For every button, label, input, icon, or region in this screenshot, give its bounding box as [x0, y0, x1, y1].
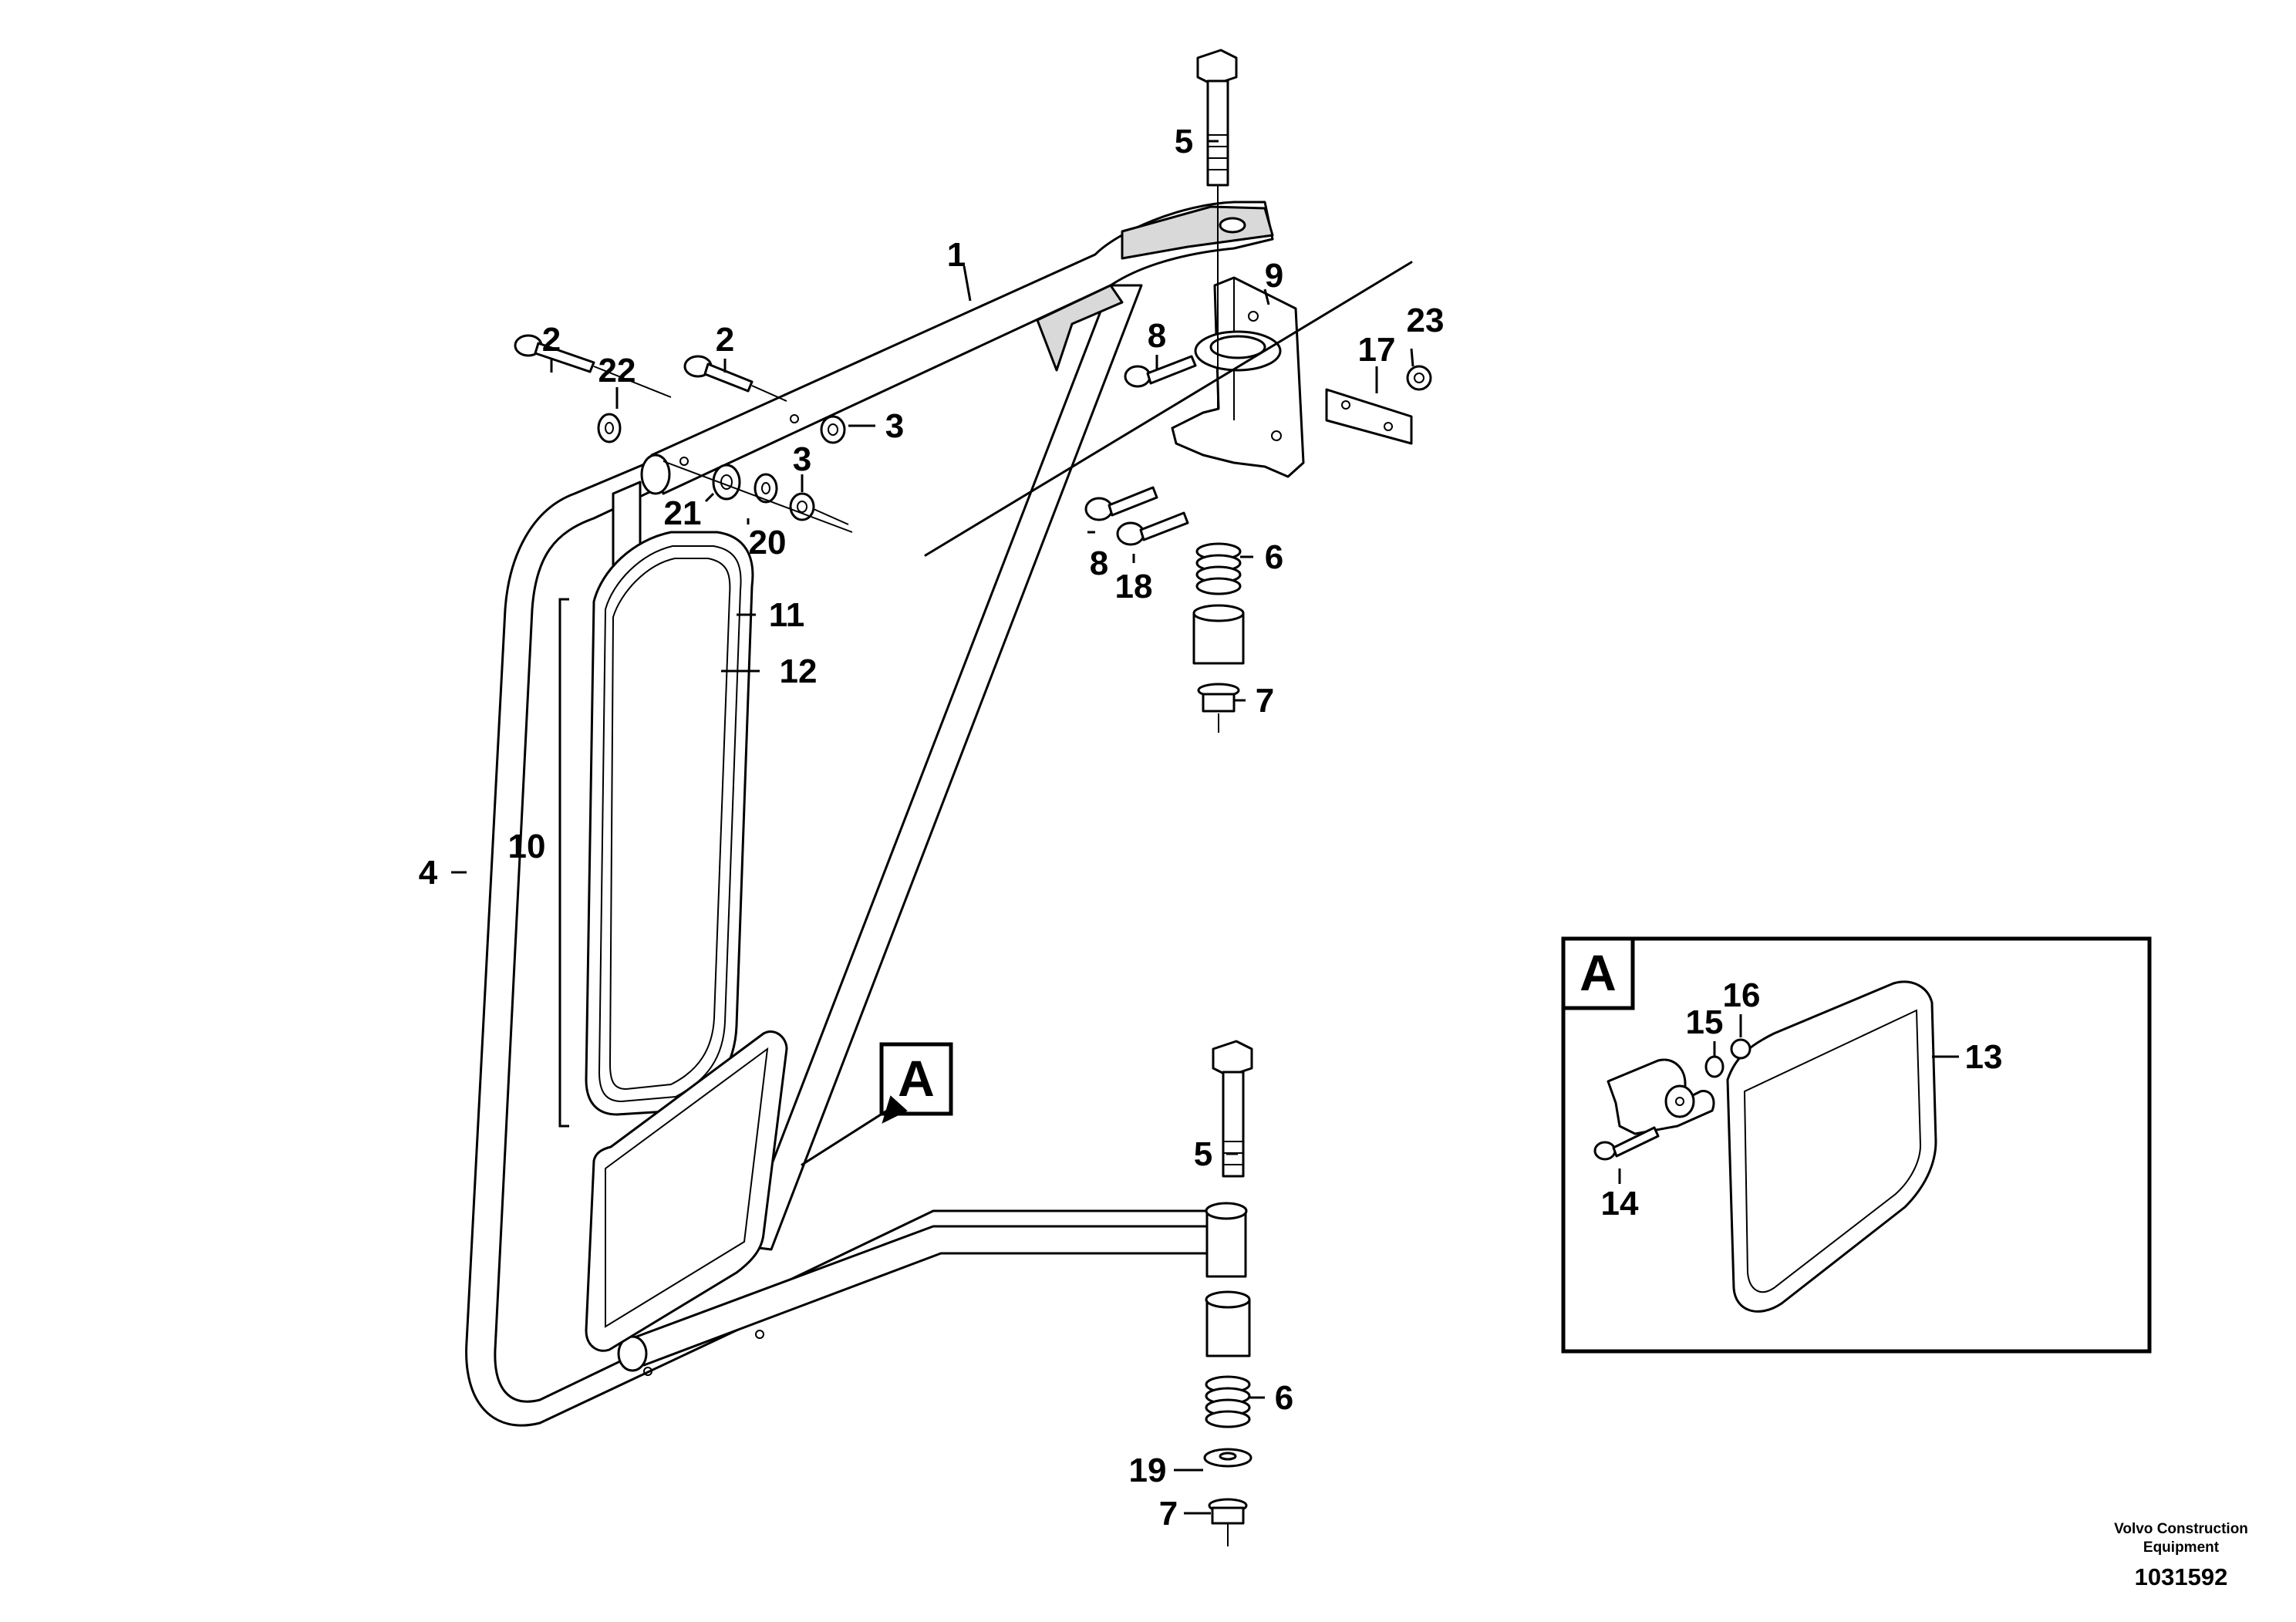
screw-18 — [1116, 511, 1189, 546]
callout-6-lower: 6 — [1275, 1379, 1293, 1417]
footer: Volvo Construction Equipment 1031592 — [2114, 1521, 2248, 1590]
bracket-10 — [558, 598, 569, 1128]
nut-23 — [1406, 365, 1432, 391]
mirror-clamp — [1607, 1058, 1715, 1135]
nut-3-upper — [820, 415, 846, 444]
callout-18: 18 — [1115, 568, 1153, 605]
callout-19: 19 — [1129, 1452, 1167, 1489]
bolt-lower — [1212, 1040, 1253, 1178]
nut-3-lower — [789, 492, 849, 525]
view-reference-letter: A — [898, 1050, 935, 1107]
washer-lower — [1203, 1448, 1253, 1468]
bracket-plate — [1325, 388, 1413, 445]
screw-left — [514, 334, 672, 398]
callout-7-lower: 7 — [1159, 1495, 1178, 1533]
brand-line-1: Volvo Construction — [2114, 1521, 2248, 1537]
callout-15: 15 — [1686, 1003, 1724, 1041]
spacer-21 — [712, 464, 741, 501]
callout-17: 17 — [1358, 331, 1396, 369]
wide-angle-mirror — [585, 1030, 788, 1352]
detail-view-a: A — [1561, 936, 2152, 1354]
spring-top — [1195, 542, 1242, 595]
main-mirror — [585, 531, 754, 1116]
document-number: 1031592 — [2135, 1563, 2228, 1590]
callout-5-top: 5 — [1175, 123, 1193, 160]
callout-23: 23 — [1407, 302, 1445, 339]
detail-view-letter: A — [1580, 944, 1617, 1001]
callout-5-lower: 5 — [1194, 1135, 1212, 1173]
callout-22: 22 — [598, 352, 636, 389]
callout-8-upper: 8 — [1148, 317, 1166, 355]
mounting-bracket — [924, 261, 1413, 557]
spring-lower — [1205, 1375, 1251, 1428]
callout-3-lower: 3 — [793, 440, 811, 478]
callout-labels: 1 2 2 22 3 3 21 20 4 10 11 12 5 5 9 8 8 … — [419, 123, 2003, 1533]
leader-lines — [451, 140, 1959, 1515]
screw-8-upper — [1124, 355, 1197, 388]
bushing-lower — [1205, 1290, 1251, 1357]
washer-22 — [597, 413, 622, 443]
callout-12: 12 — [780, 653, 818, 690]
callout-2-left: 2 — [542, 321, 561, 359]
callout-3-upper: 3 — [885, 407, 904, 445]
auxiliary-mirror — [1726, 980, 1937, 1313]
callout-7-top: 7 — [1256, 682, 1274, 720]
callout-10: 10 — [508, 828, 546, 865]
view-reference-marker: A — [801, 1042, 953, 1166]
screw-14 — [1593, 1126, 1660, 1161]
callout-1: 1 — [947, 236, 966, 274]
callout-8-lower: 8 — [1090, 545, 1108, 582]
callout-20: 20 — [749, 524, 787, 561]
callout-4: 4 — [419, 854, 438, 892]
callout-14: 14 — [1601, 1185, 1639, 1222]
callout-9: 9 — [1265, 257, 1283, 295]
mirror-frame-upper-arm — [465, 201, 1274, 1427]
screw-middle — [683, 355, 787, 402]
washer-15 — [1704, 1055, 1725, 1078]
nut-top — [1197, 683, 1240, 733]
nut-16 — [1730, 1038, 1752, 1060]
bolt-top — [1196, 49, 1238, 409]
brand-line-2: Equipment — [2143, 1539, 2220, 1556]
callout-13: 13 — [1965, 1038, 2003, 1076]
callout-6-top: 6 — [1265, 538, 1283, 576]
screw-8-lower — [1084, 486, 1158, 521]
washer-20 — [754, 473, 778, 504]
callout-21: 21 — [664, 494, 702, 532]
callout-11: 11 — [769, 596, 805, 634]
nut-lower — [1208, 1498, 1248, 1546]
callout-16: 16 — [1723, 976, 1761, 1014]
bushing-top — [1192, 604, 1245, 665]
callout-2-right: 2 — [716, 321, 734, 359]
fastener-axis-left — [663, 460, 853, 533]
